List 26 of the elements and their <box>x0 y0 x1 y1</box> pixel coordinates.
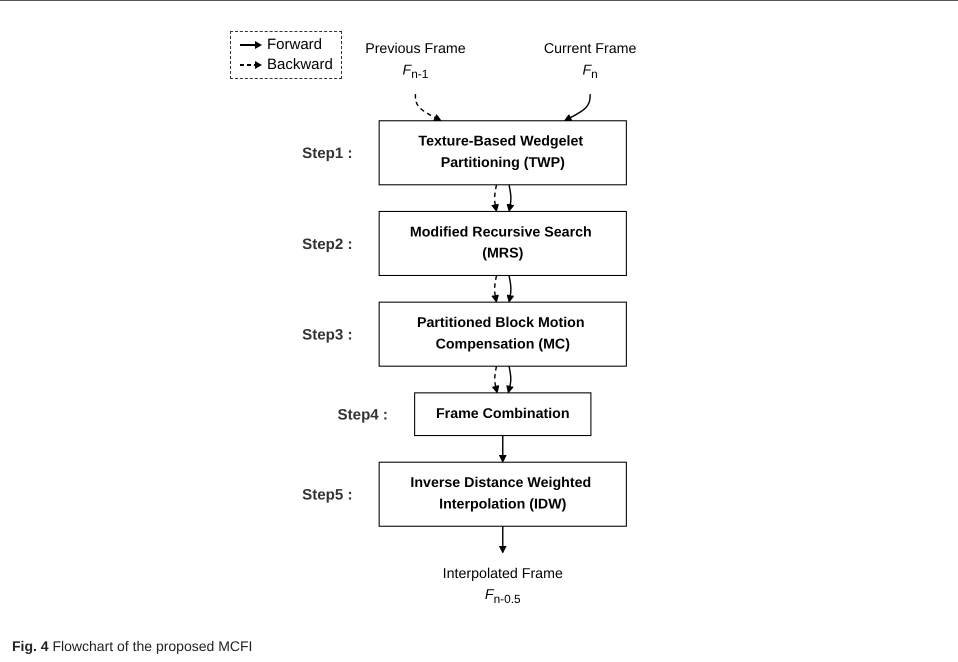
arrow <box>491 275 500 303</box>
arrow <box>506 184 514 212</box>
step-label: Step1 : <box>302 145 353 162</box>
arrow <box>498 526 507 554</box>
arrow <box>414 94 442 122</box>
node-box: Inverse Distance Weighted Interpolation (IDW) <box>378 462 627 527</box>
arrow <box>506 366 514 394</box>
legend-label: Backward <box>267 55 333 75</box>
figure-caption: Fig. 4 Flowchart of the proposed MCFI <box>12 638 252 654</box>
arrow <box>492 366 500 394</box>
arrow <box>506 275 514 303</box>
step-label: Step3 : <box>302 326 353 344</box>
step-label: Step5 : <box>302 486 353 504</box>
step-label: Step2 : <box>302 236 353 253</box>
node-text: Current Frame F$_{n}$ <box>544 41 636 81</box>
node-text: Previous Frame F$_{n-1}$ <box>365 41 466 81</box>
legend-label: Forward <box>267 35 322 55</box>
node-box: Modified Recursive Search (MRS) <box>378 210 627 276</box>
node-text: Interpolated Frame F$_{n-0.5}$ <box>442 566 563 606</box>
node-box: Partitioned Block Motion Compensation (MC) <box>378 302 627 367</box>
arrow <box>498 436 507 463</box>
arrow <box>491 184 500 212</box>
arrow <box>564 94 591 122</box>
node-box: Texture-Based Wedgelet Partitioning (TWP) <box>378 120 627 186</box>
step-label: Step4 : <box>338 406 388 424</box>
node-box: Frame Combination <box>414 392 592 436</box>
